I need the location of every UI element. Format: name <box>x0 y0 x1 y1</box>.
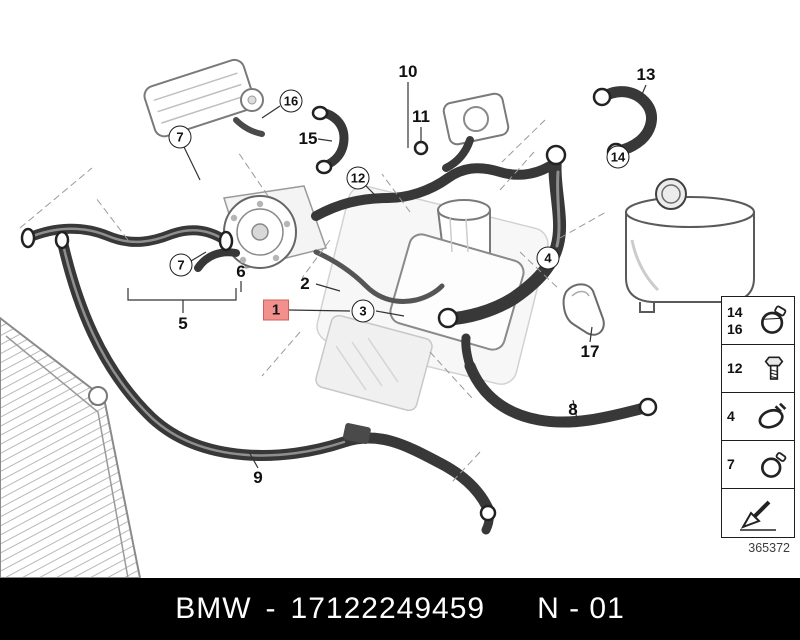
legend-cell-direction[interactable] <box>722 489 794 537</box>
thermostat-housing <box>442 92 510 172</box>
callout-6[interactable]: 6 <box>236 262 246 281</box>
legend-cell-band-clamp[interactable]: 4 <box>722 393 794 441</box>
diagram-number: 365372 <box>748 541 790 555</box>
part-number: 17122249459 <box>290 592 486 625</box>
callout-10[interactable]: 10 <box>398 62 418 81</box>
callout-16[interactable]: 16 <box>279 89 303 113</box>
hose-clamp-icon <box>761 305 787 334</box>
leader-lines <box>127 82 647 469</box>
legend-box: 14 16 12 4 <box>721 296 795 538</box>
oil-filter-housing <box>389 199 525 351</box>
callout-8[interactable]: 8 <box>568 400 578 419</box>
diagram-stage: 16 15 7 10 11 12 13 14 7 6 5 2 1 3 4 17 … <box>0 58 795 578</box>
callout-2[interactable]: 2 <box>300 274 310 293</box>
callout-7-top[interactable]: 7 <box>168 125 192 149</box>
callout-15[interactable]: 15 <box>298 129 318 148</box>
screw-icon <box>764 356 784 380</box>
hose-clamp-small-icon <box>761 451 787 478</box>
callout-7-left[interactable]: 7 <box>169 253 193 277</box>
bracket <box>562 283 605 336</box>
catalog-code: N - 01 <box>537 592 625 625</box>
brand-label: BMW <box>175 592 252 625</box>
band-clamp-icon <box>758 402 787 429</box>
footer-bar: BMW - 17122249459 N - 01 <box>0 578 800 640</box>
construction-lines <box>19 119 607 483</box>
legend-cell-screw[interactable]: 12 <box>722 345 794 393</box>
callout-3[interactable]: 3 <box>351 299 375 323</box>
legend-cell-small-clamp[interactable]: 7 <box>722 441 794 489</box>
callout-4[interactable]: 4 <box>536 246 560 270</box>
callout-14[interactable]: 14 <box>606 145 630 169</box>
callout-9[interactable]: 9 <box>253 468 263 487</box>
radiator <box>0 316 142 578</box>
callout-11[interactable]: 11 <box>412 107 430 126</box>
legend-label-7[interactable]: 7 <box>727 456 735 473</box>
heat-exchanger <box>143 58 265 138</box>
callout-1-highlighted[interactable]: 1 <box>263 299 289 321</box>
footer-separator: - <box>265 592 277 625</box>
callout-13[interactable]: 13 <box>636 65 656 84</box>
callout-12[interactable]: 12 <box>346 166 370 190</box>
legend-label-4[interactable]: 4 <box>727 408 735 425</box>
legend-label-14[interactable]: 14 <box>727 303 743 320</box>
callout-17[interactable]: 17 <box>580 342 600 361</box>
legend-label-12[interactable]: 12 <box>727 360 743 377</box>
cooling-system-drawing <box>0 58 755 578</box>
direction-arrow-icon <box>740 500 776 531</box>
water-pump <box>223 185 327 269</box>
footer-part-group: BMW - 17122249459 <box>175 592 485 626</box>
legend-label-16[interactable]: 16 <box>727 320 743 337</box>
callout-5[interactable]: 5 <box>178 314 188 333</box>
expansion-tank <box>625 178 755 313</box>
legend-cell-hose-clamps[interactable]: 14 16 <box>722 297 794 345</box>
